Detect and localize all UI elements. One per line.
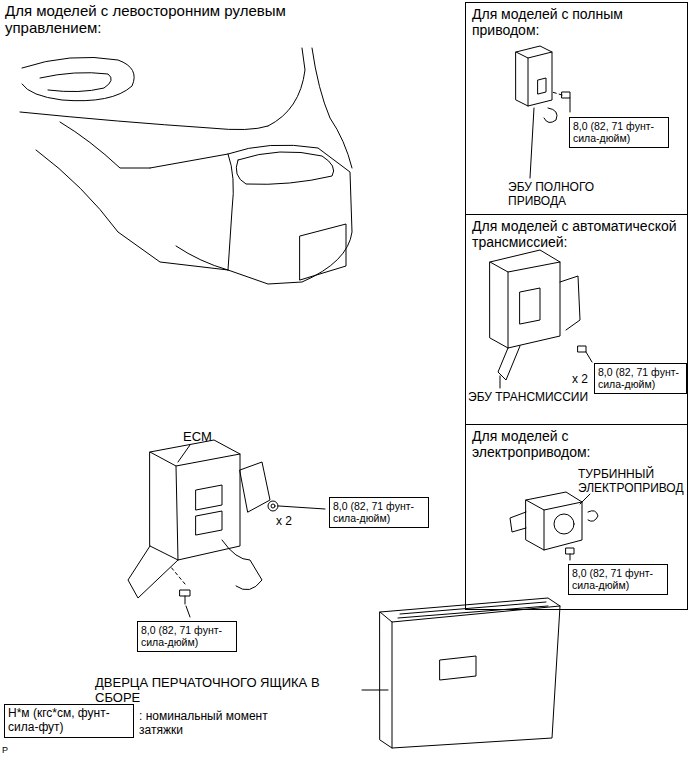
leader-line (586, 352, 592, 362)
leader-line (570, 98, 571, 112)
glove-box (380, 598, 560, 748)
option-panel: Для моделей с полным приводом: ЭБУ ПОЛНОГ… (465, 2, 688, 215)
dashed-line (552, 92, 562, 95)
bracket (560, 276, 580, 330)
leader-line (500, 376, 501, 388)
part-name: ТУРБИННЫЙ ЭЛЕКТРОПРИВОД (578, 468, 686, 496)
dash-edge (312, 48, 352, 168)
steering-column (22, 57, 134, 100)
bracket (510, 512, 526, 532)
panel-heading: Для моделей с автоматической трансмиссие… (472, 218, 677, 250)
part-name: ECM (183, 430, 223, 445)
bolt-symbol (566, 548, 574, 554)
ecm-body (150, 440, 240, 560)
leader-line (178, 445, 190, 462)
option-panel: Для моделей с электроприводом: ТУРБИННЫЙ … (465, 424, 688, 610)
legend-unit-box: Н*м (кгс*см, фунт-сила-фут) (4, 704, 134, 738)
torque-value: 8,0 (82, 71 фунт-сила-дюйм) (141, 624, 233, 648)
transmission-ecu-drawing (490, 250, 592, 388)
glove-box (380, 606, 560, 748)
section-heading: Для моделей с левосторонним рулевым упра… (5, 2, 335, 37)
actuator-body (526, 492, 582, 550)
clip-symbol (588, 511, 598, 522)
leader-line (362, 690, 388, 691)
bracket (544, 108, 557, 123)
part-name: ЭБУ ПОЛНОГО ПРИВОДА (508, 181, 612, 209)
bracket (498, 346, 520, 380)
glove-box-drawing (362, 598, 560, 748)
quantity-label: x 2 (572, 373, 594, 387)
leader-line (186, 606, 190, 617)
torque-box: 8,0 (82, 71 фунт-сила-дюйм) (568, 564, 668, 595)
ecu-connector (538, 78, 546, 94)
legend-text: : номинальный момент затяжки (139, 710, 269, 738)
quantity-label: x 2 (276, 515, 300, 529)
figure-mark: P (2, 745, 16, 755)
center-console (150, 145, 352, 284)
torque-value: 8,0 (82, 71 фунт-сила-дюйм) (573, 120, 665, 144)
torque-value: 8,0 (82, 71 фунт-сила-дюйм) (572, 567, 664, 591)
glove-box (398, 602, 548, 618)
torque-value: 8,0 (82, 71 фунт-сила-дюйм) (333, 500, 425, 524)
dash-edge (20, 112, 268, 130)
ecm-bracket (128, 546, 178, 598)
ecu-body (490, 250, 560, 348)
ecu-connector (520, 288, 540, 324)
dash-edge (268, 48, 305, 126)
ecm-body (150, 452, 240, 466)
ecu-body (516, 46, 552, 106)
dashboard-drawing (20, 48, 352, 284)
part-name: ДВЕРЦА ПЕРЧАТОЧНОГО ЯЩИКА В СБОРЕ (95, 676, 357, 706)
nut-symbol (268, 501, 278, 511)
torque-box: 8,0 (82, 71 фунт-сила-дюйм) (137, 621, 237, 652)
steering-column (40, 73, 111, 92)
panel-heading: Для моделей с электроприводом: (472, 428, 677, 460)
wire-harness (222, 540, 262, 590)
torque-box: 8,0 (82, 71 фунт-сила-дюйм) (329, 497, 429, 528)
torque-value: 8,0 (82, 71 фунт-сила-дюйм) (598, 366, 683, 390)
leader-line (279, 506, 325, 509)
torque-box: 8,0 (82, 71 фунт-сила-дюйм) (569, 117, 669, 148)
glove-box-handle (440, 656, 476, 680)
ecm-body (176, 466, 178, 560)
ecm-drawing (128, 440, 325, 617)
option-panel: Для моделей с автоматической трансмиссие… (465, 214, 688, 425)
ecm-connector (196, 485, 222, 535)
torque-value: Н*м (кгс*см, фунт-сила-фут) (8, 707, 130, 735)
console-screen (300, 224, 346, 280)
dashed-line (170, 566, 185, 584)
bolt-symbol (578, 346, 586, 352)
turbine-actuator-drawing (510, 492, 598, 560)
four-wd-ecu-drawing (516, 46, 570, 178)
leader-line (570, 554, 571, 560)
floor-line (60, 122, 150, 168)
center-console (228, 154, 233, 270)
torque-box: 8,0 (82, 71 фунт-сила-дюйм) (594, 363, 687, 394)
console-top (236, 152, 333, 185)
part-name: ЭБУ ТРАНСМИССИИ (468, 391, 598, 405)
leader-line (580, 494, 590, 504)
panel-heading: Для моделей с полным приводом: (472, 6, 677, 38)
leader-line (530, 108, 534, 178)
bolt-symbol (180, 590, 190, 604)
bolt-symbol (562, 92, 570, 98)
ecm-bracket (240, 462, 270, 512)
actuator-gear (554, 514, 574, 534)
nut-symbol (271, 504, 275, 508)
